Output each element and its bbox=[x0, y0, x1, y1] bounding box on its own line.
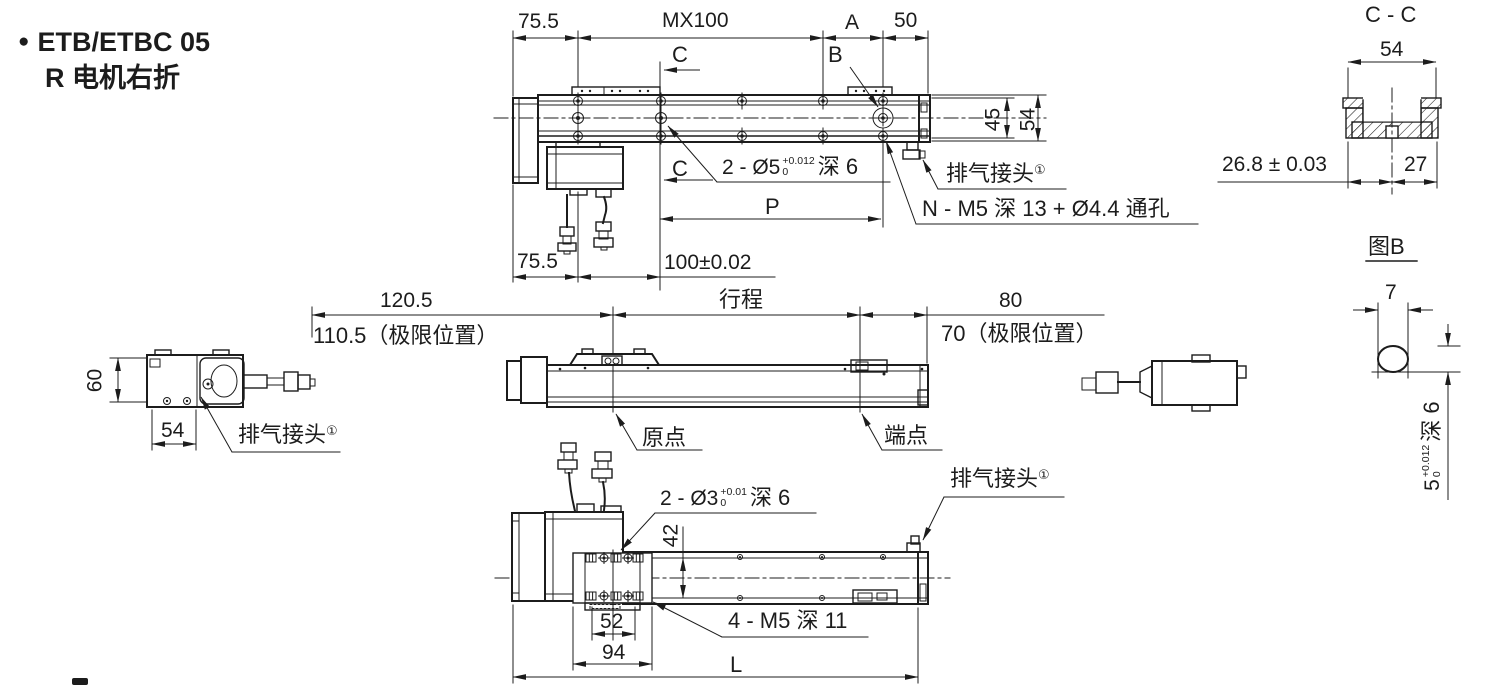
cc-dim-54: 54 bbox=[1380, 38, 1404, 61]
dim-50: 50 bbox=[894, 9, 918, 32]
thread-note-bottom: 4 - M5 深 11 bbox=[728, 608, 848, 633]
section-cc-view bbox=[1217, 59, 1442, 195]
rail-side-view bbox=[506, 348, 929, 408]
exhaust-text: 排气接头 bbox=[950, 466, 1039, 491]
pin-hole-note-top: 2 - Ø5 +0.012 0 深 6 bbox=[722, 154, 859, 179]
footnote-sup: ① bbox=[1038, 467, 1050, 482]
dim-120-5: 120.5 bbox=[380, 289, 433, 312]
dim-52: 52 bbox=[600, 610, 624, 633]
section-c-lower: C bbox=[672, 156, 688, 181]
end-label: 端点 bbox=[884, 423, 929, 448]
sensor-block bbox=[852, 589, 898, 604]
slot-depth-note: 5 +0.012 0 深 6 bbox=[1418, 386, 1444, 506]
dim-70-limit: 70（极限位置） bbox=[941, 321, 1098, 346]
slot-hole bbox=[1377, 345, 1409, 373]
dim-p: P bbox=[765, 194, 780, 219]
title-line2: R 电机右折 bbox=[45, 63, 180, 94]
dim-a: A bbox=[845, 11, 860, 34]
footnote-sup: ① bbox=[326, 423, 338, 438]
dim-42: 42 bbox=[659, 523, 683, 548]
note-prefix: 2 - Ø3 bbox=[660, 486, 719, 510]
dim-94: 94 bbox=[602, 641, 626, 664]
pin-hole-note-bottom: 2 - Ø3 +0.01 0 深 6 bbox=[660, 485, 791, 510]
exhaust-note-top: 排气接头① bbox=[946, 161, 1046, 186]
end-view-motor bbox=[146, 349, 316, 408]
top-view bbox=[493, 30, 1199, 291]
dim-mx100: MX100 bbox=[662, 9, 729, 32]
view-title: ● ETB/ETBC 05 R 电机右折 bbox=[18, 24, 210, 97]
note-suffix: 深 6 bbox=[817, 154, 859, 179]
tol-minus: 0 bbox=[720, 497, 727, 510]
section-cc-title: C - C bbox=[1365, 2, 1417, 27]
dim-45: 45 bbox=[981, 107, 1005, 132]
slider-carriage bbox=[568, 353, 661, 366]
detail-b-label: B bbox=[828, 42, 843, 67]
detail-b-title: 图B bbox=[1368, 234, 1405, 259]
mount-block-bottom bbox=[572, 549, 653, 641]
dim-l: L bbox=[730, 652, 743, 677]
dim-60: 60 bbox=[83, 368, 107, 393]
dim-110-5-limit: 110.5（极限位置） bbox=[313, 323, 499, 348]
note-suffix: 深 6 bbox=[1418, 401, 1444, 442]
dim-75-5-top: 75.5 bbox=[518, 10, 559, 33]
exhaust-note-left: 排气接头① bbox=[238, 422, 338, 447]
motor-unit-side bbox=[1081, 354, 1247, 412]
origin-label: 原点 bbox=[642, 425, 687, 450]
tol-minus: 0 bbox=[782, 166, 789, 179]
dim-75-5-bottom: 75.5 bbox=[517, 250, 558, 273]
detail-b-view bbox=[1353, 260, 1461, 500]
footnote-mark bbox=[72, 678, 88, 685]
note-suffix: 深 6 bbox=[749, 485, 791, 510]
dim-stroke: 行程 bbox=[719, 287, 764, 312]
exhaust-fitting-top bbox=[902, 141, 926, 160]
mount-hole-note: N - M5 深 13 + Ø4.4 通孔 bbox=[922, 196, 1170, 221]
tol-plus: +0.012 bbox=[782, 155, 815, 168]
cables-bottom bbox=[557, 442, 613, 513]
exhaust-text: 排气接头 bbox=[946, 161, 1035, 186]
note-tolerance: +0.012 0 bbox=[1420, 445, 1443, 478]
note-prefix: 5 bbox=[1420, 479, 1444, 491]
cc-dim-27: 27 bbox=[1404, 153, 1428, 176]
section-c-upper: C bbox=[672, 42, 688, 67]
bottom-view bbox=[72, 442, 1065, 685]
tol-minus: 0 bbox=[1431, 471, 1443, 478]
note-tolerance: +0.012 0 bbox=[782, 156, 814, 178]
dim-100-tol: 100±0.02 bbox=[664, 251, 752, 274]
stroke-view bbox=[109, 306, 1247, 453]
motor-assembly-top bbox=[512, 97, 624, 255]
exhaust-note-bottom: 排气接头① bbox=[950, 466, 1050, 491]
note-prefix: 2 - Ø5 bbox=[722, 155, 781, 179]
tol-plus: +0.01 bbox=[720, 486, 747, 499]
cc-dim-26-8: 26.8 ± 0.03 bbox=[1222, 153, 1327, 176]
dim-54-top: 54 bbox=[1016, 107, 1040, 132]
note-tolerance: +0.01 0 bbox=[720, 487, 747, 509]
detail-b-dim-7: 7 bbox=[1385, 281, 1397, 304]
footnote-sup: ① bbox=[1034, 162, 1046, 177]
exhaust-fitting-bottom bbox=[906, 535, 921, 553]
title-line1: ETB/ETBC 05 bbox=[37, 27, 211, 57]
exhaust-text: 排气接头 bbox=[238, 422, 327, 447]
rail-body-top bbox=[493, 86, 1047, 145]
dim-54-end-view: 54 bbox=[161, 419, 185, 442]
bullet-icon: ● bbox=[18, 31, 30, 52]
dim-80: 80 bbox=[999, 289, 1023, 312]
